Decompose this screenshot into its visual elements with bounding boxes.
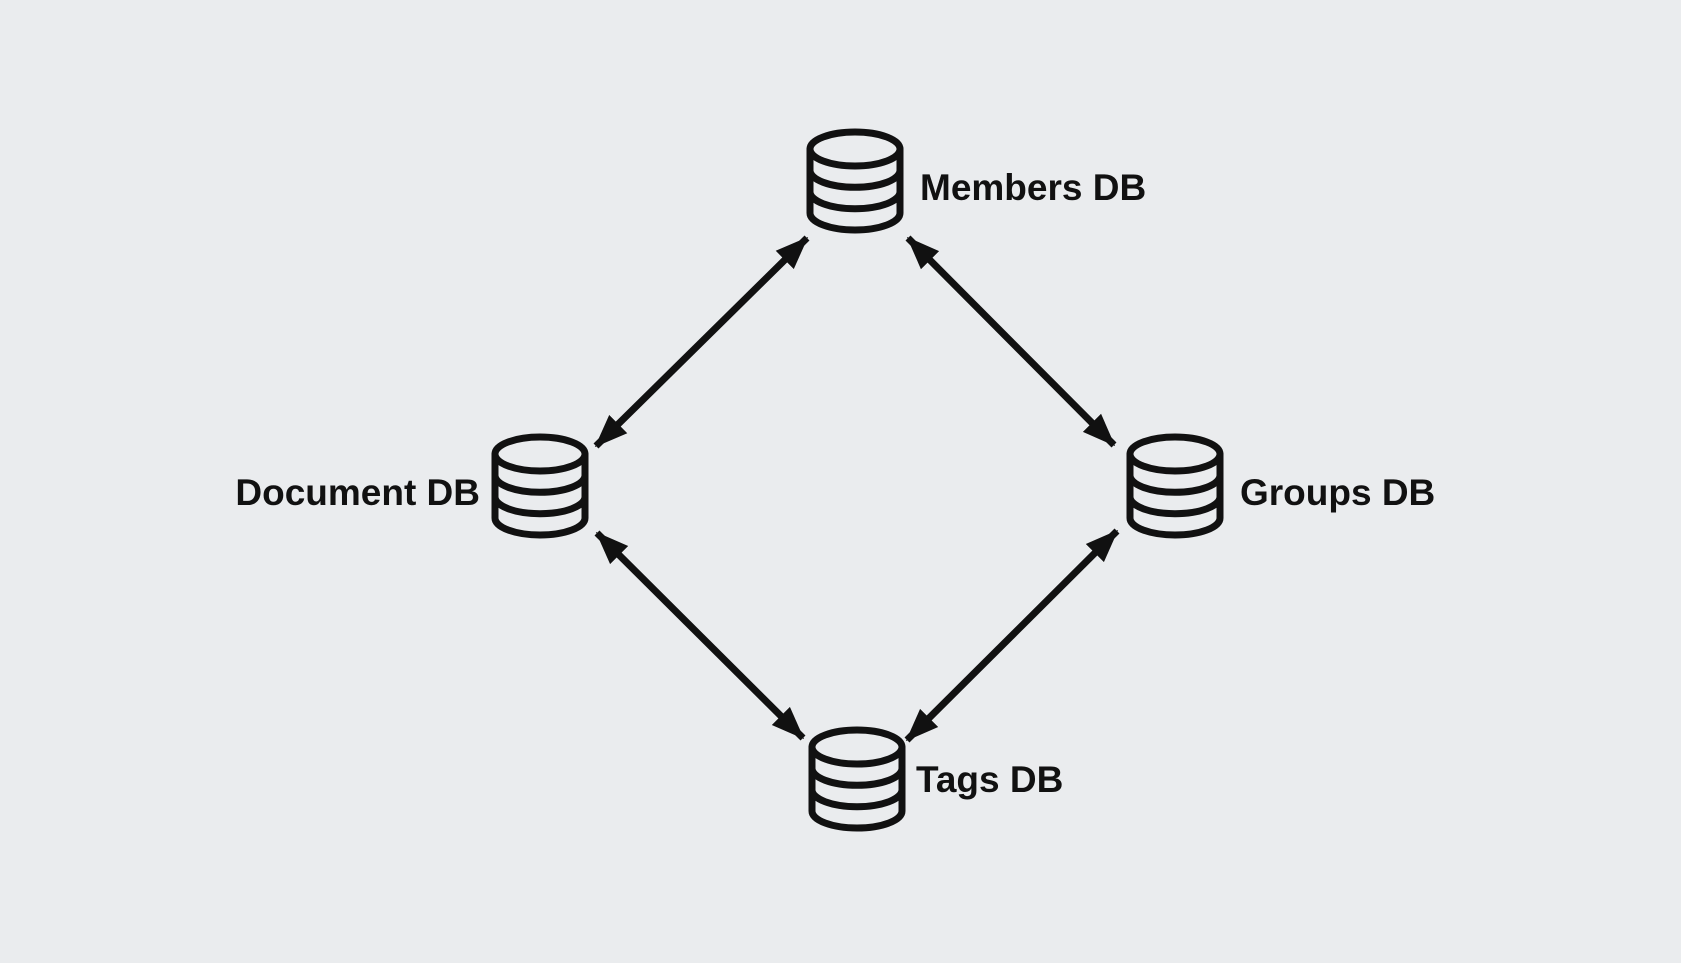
node-label-tags-db: Tags DB [916, 759, 1063, 800]
node-members-db: Members DB [810, 132, 1146, 230]
database-icon [812, 730, 902, 828]
node-label-groups-db: Groups DB [1240, 472, 1435, 513]
database-icon [810, 132, 900, 230]
node-label-members-db: Members DB [920, 167, 1146, 208]
node-document-db: Document DB [235, 437, 585, 535]
edge-members-db-groups-db [905, 235, 1117, 448]
node-tags-db: Tags DB [812, 730, 1063, 828]
node-groups-db: Groups DB [1130, 437, 1435, 535]
database-icon [495, 437, 585, 535]
database-icon [1130, 437, 1220, 535]
edge-members-db-document-db [593, 235, 810, 449]
edge-document-db-tags-db [594, 530, 806, 741]
node-label-document-db: Document DB [235, 472, 480, 513]
edge-tags-db-groups-db [904, 528, 1120, 743]
edges-layer [593, 235, 1120, 743]
